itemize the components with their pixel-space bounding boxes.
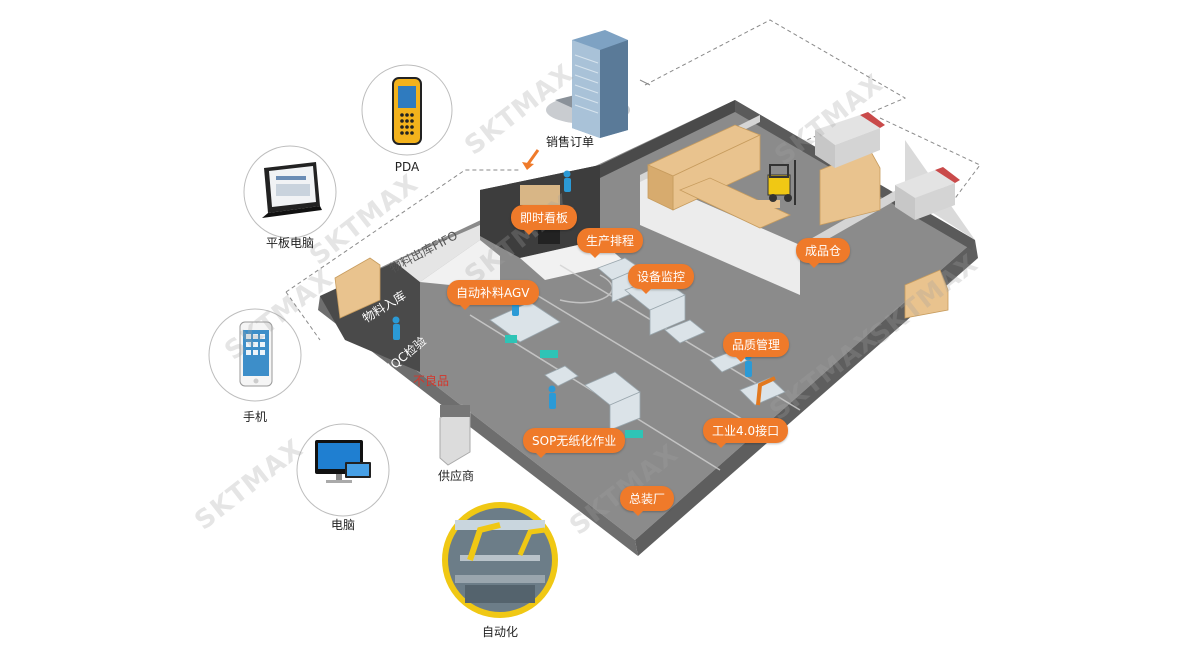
warehouse-boxes <box>334 124 949 319</box>
truck-1-icon <box>815 112 885 168</box>
pda-icon <box>392 77 422 145</box>
sales-order-label: 销售订单 <box>545 135 595 149</box>
callout-agv: 自动补料AGV <box>447 280 539 310</box>
computer-label: 电脑 <box>330 518 356 532</box>
tablet-label: 平板电脑 <box>265 236 315 250</box>
automation-photo <box>455 520 546 603</box>
callout-scheduling: 生产排程 <box>577 228 644 258</box>
callout-assembly: 总装厂 <box>620 486 675 516</box>
callout-quality: 品质管理 <box>723 332 790 362</box>
robot-arm-icon <box>756 376 776 406</box>
hq-building-icon <box>546 30 630 138</box>
kanban-screen-icon <box>538 228 560 244</box>
tablet-icon <box>262 162 322 218</box>
automation-label: 自动化 <box>481 625 519 639</box>
callout-sop: SOP无纸化作业 <box>523 428 626 458</box>
truck-2-icon <box>895 167 960 220</box>
pda-label: PDA <box>394 160 420 174</box>
callout-monitor: 设备监控 <box>628 264 695 294</box>
callout-industry40: 工业4.0接口 <box>703 418 789 448</box>
callout-kanban: 即时看板 <box>511 205 578 235</box>
supplier-label: 供应商 <box>437 469 475 483</box>
computer-icon <box>315 440 371 483</box>
phone-icon <box>239 321 273 387</box>
phone-label: 手机 <box>242 410 268 424</box>
defect-label: 不良品 <box>413 374 450 388</box>
callout-warehouse: 成品仓 <box>796 238 851 268</box>
supplier-truck-icon <box>439 404 471 466</box>
forklift-icon <box>752 160 796 208</box>
factory-floor <box>320 100 975 540</box>
